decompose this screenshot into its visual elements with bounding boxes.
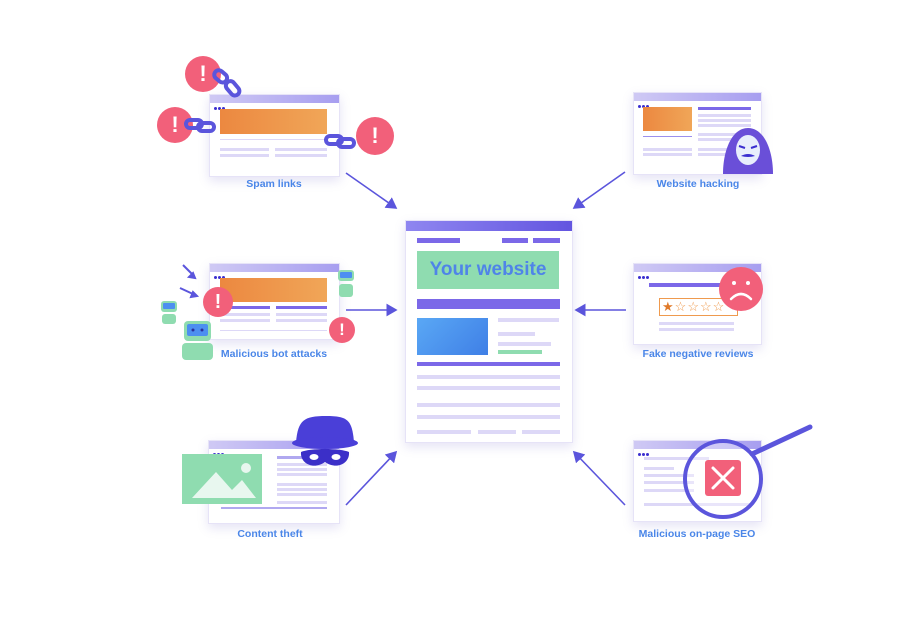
- star-empty-icon: ☆: [712, 299, 726, 314]
- robot-icon: [161, 301, 177, 324]
- window-titlebar: [406, 221, 572, 231]
- node-label-content-theft: Content theft: [237, 528, 303, 540]
- window-dots-icon: [638, 443, 650, 461]
- hero-image-block: [417, 318, 488, 355]
- warning-icon: !: [203, 287, 233, 317]
- warning-icon: !: [356, 117, 394, 155]
- window-dots-icon: [214, 266, 226, 284]
- banner-image-block: [643, 107, 692, 131]
- warning-icon: !: [329, 317, 355, 343]
- center-website-title: Your website: [417, 251, 559, 289]
- window-dots-icon: [638, 95, 650, 113]
- robot-icon: [182, 321, 213, 360]
- malicious-bot-attacks-window: [209, 263, 340, 340]
- node-label-website-hacking: Website hacking: [656, 178, 740, 190]
- window-dots-icon: [638, 266, 650, 284]
- spam-links-window: [209, 94, 340, 177]
- banner-image-block: [220, 109, 327, 134]
- node-label-malicious-on-page-seo: Malicious on-page SEO: [638, 528, 756, 540]
- window-dots-icon: [214, 97, 226, 115]
- robot-icon: [338, 270, 354, 297]
- star-filled-icon: ★: [662, 299, 675, 314]
- star-empty-icon: ☆: [674, 299, 688, 314]
- node-label-spam-links: Spam links: [246, 178, 302, 190]
- window-dots-icon: [410, 224, 422, 242]
- star-empty-icon: ☆: [699, 299, 713, 314]
- node-label-fake-negative-reviews: Fake negative reviews: [642, 348, 754, 360]
- banner-image-block: [220, 278, 327, 302]
- node-label-malicious-bot-attacks: Malicious bot attacks: [220, 348, 328, 360]
- star-empty-icon: ☆: [687, 299, 700, 314]
